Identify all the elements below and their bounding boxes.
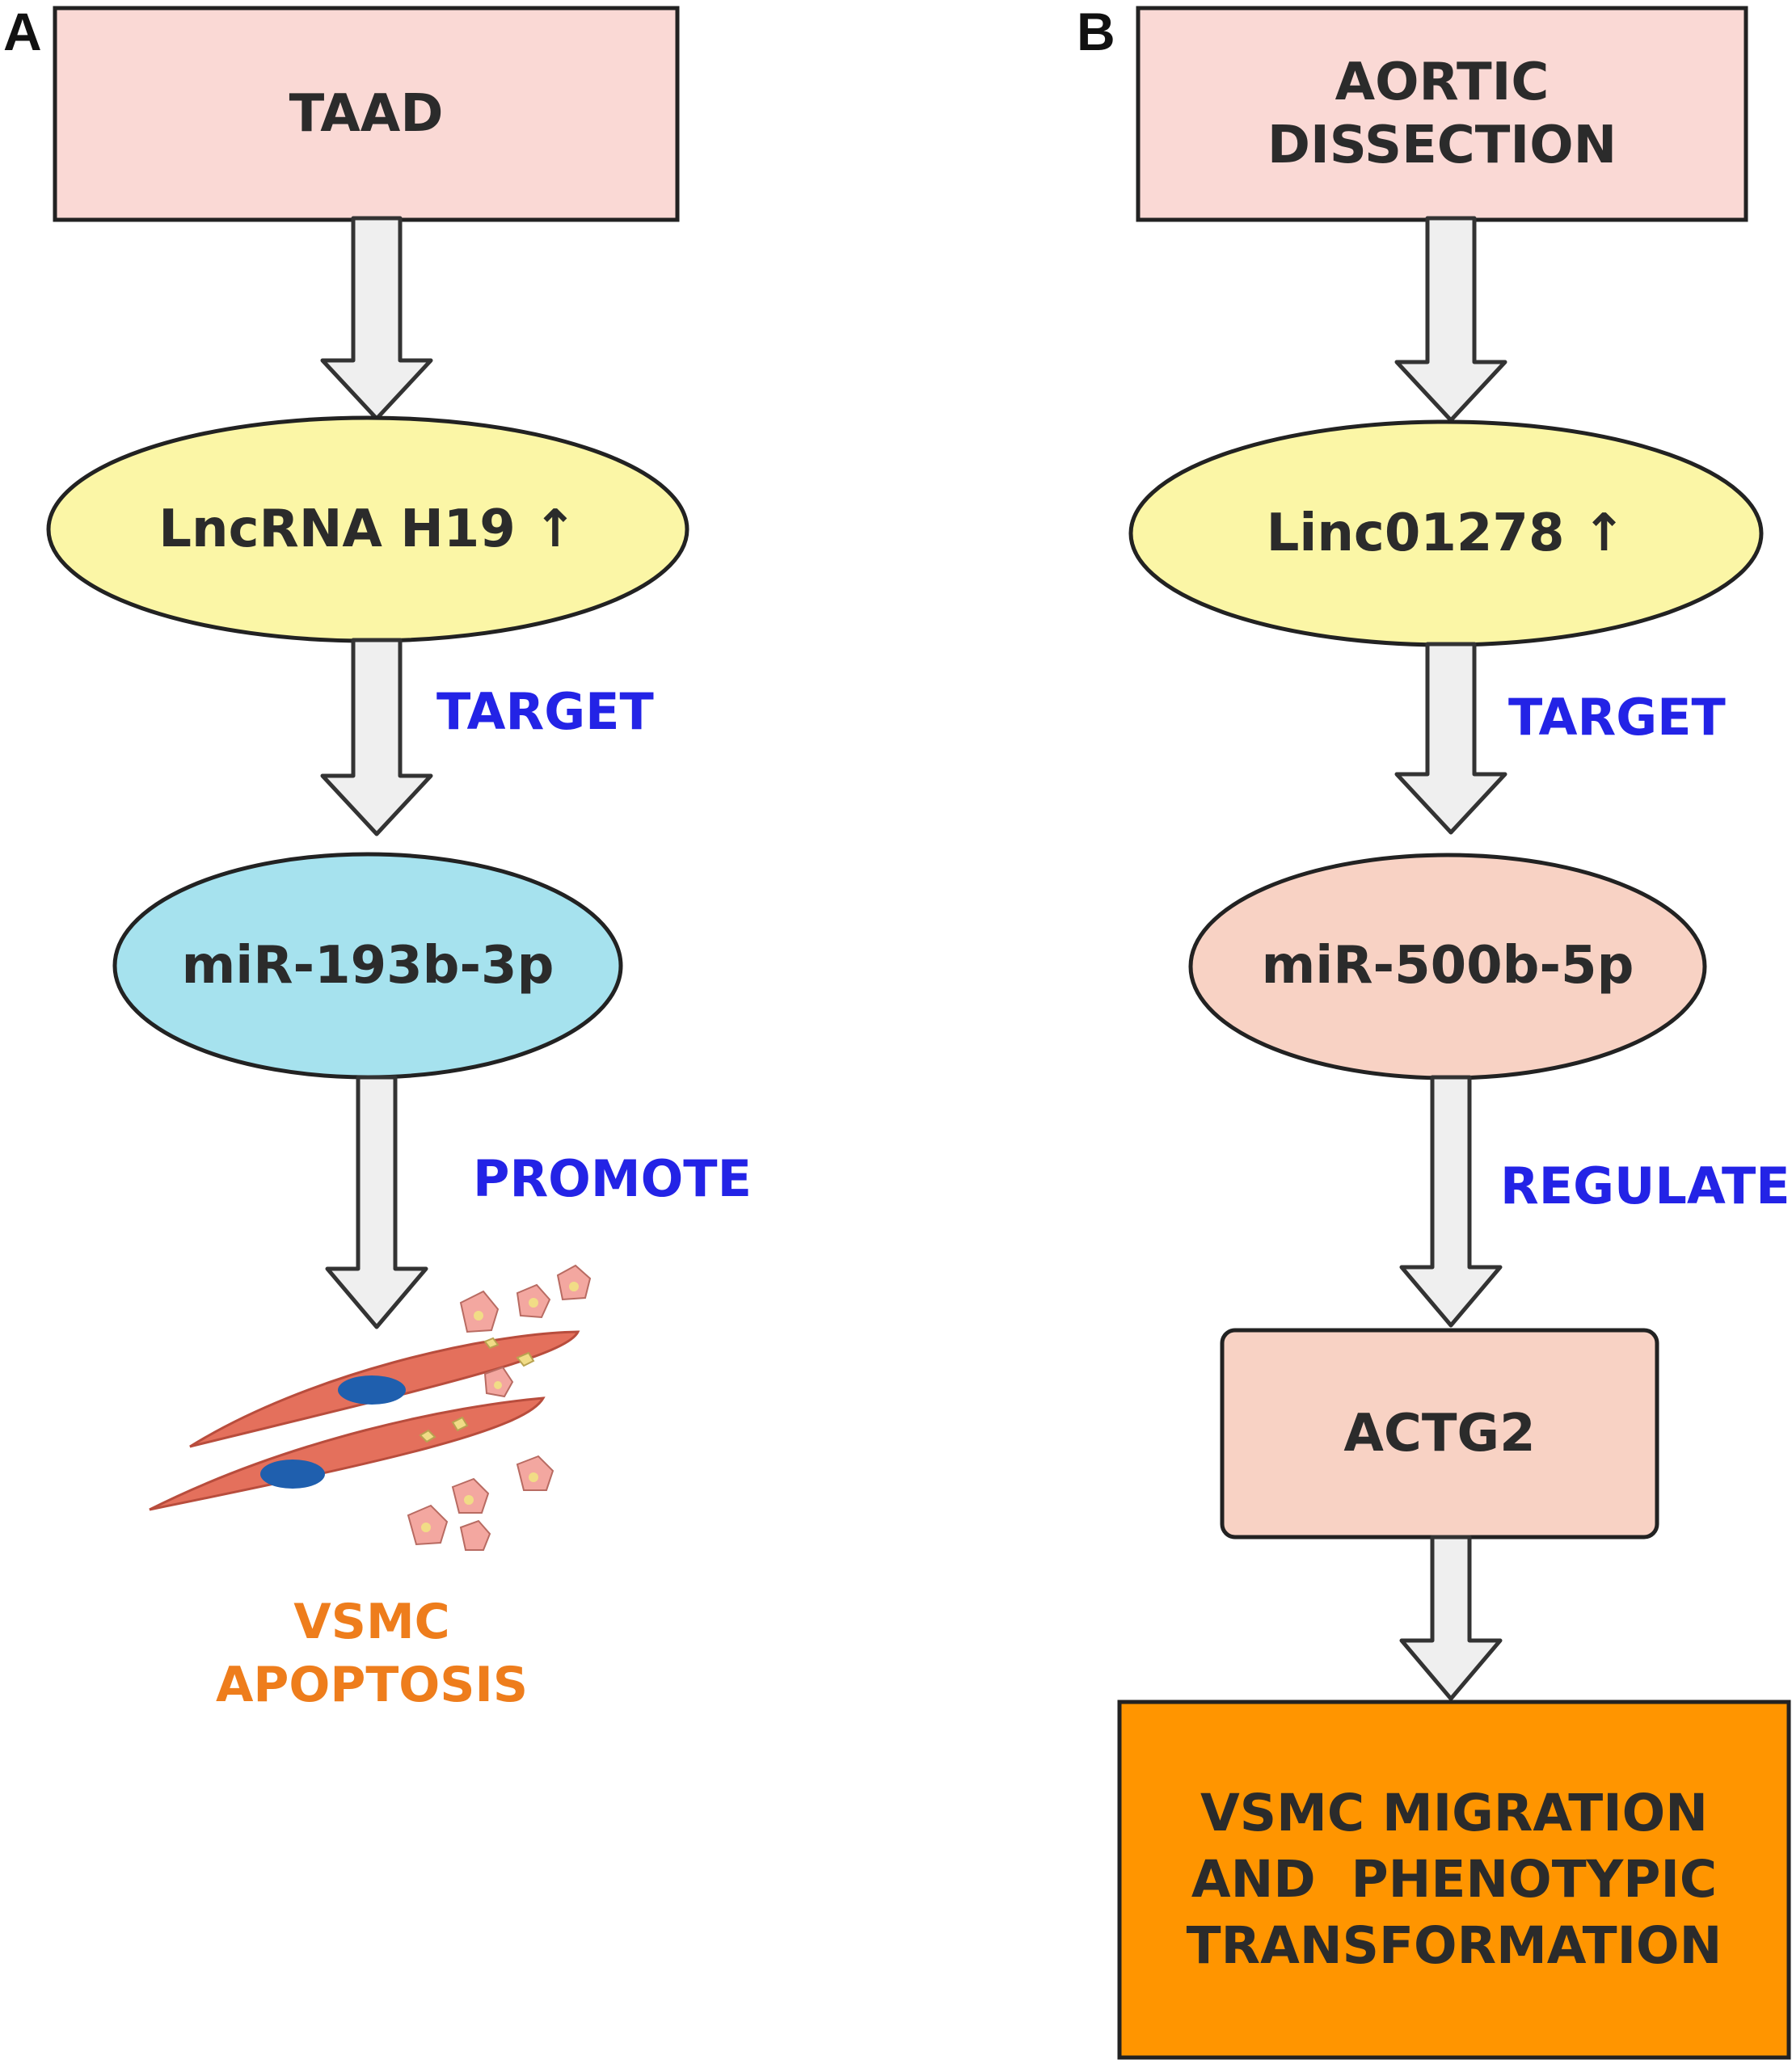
arrow-ad-to-lncrna [1394, 216, 1507, 423]
cell-fragment [459, 1519, 491, 1551]
arrow-lncrna-to-mirna-b [1394, 642, 1507, 835]
cell-debris [419, 1337, 535, 1443]
linc01278-label: Linc01278 ↑ [1266, 503, 1626, 563]
mir-193b-3p-label: miR-193b-3p [181, 935, 554, 996]
outcome-box [1117, 1700, 1791, 2060]
arrow-lncrna-to-mirna [320, 638, 433, 836]
outcome-a-line-1: VSMC [293, 1594, 450, 1650]
relation-regulate: REGULATE [1500, 1156, 1790, 1215]
smooth-muscle-cell-lower [149, 1396, 546, 1511]
cell-nucleus-upper [338, 1375, 406, 1405]
outcome-b-line-1: VSMC MIGRATION [1200, 1784, 1708, 1843]
outcome-a-line-2: APOPTOSIS [215, 1657, 529, 1713]
arrow-mirna-to-actg2 [1399, 1075, 1503, 1328]
mir-500b-5p-label: miR-500b-5p [1261, 935, 1634, 996]
arrow-mirna-to-apoptosis [325, 1075, 428, 1329]
relation-promote: PROMOTE [473, 1149, 752, 1208]
vsmc-apoptosis-illustration [149, 1264, 592, 1551]
aortic-dissection-label: AORTIC DISSECTION [1138, 8, 1746, 220]
taad-box [53, 6, 680, 222]
relation-target-b: TARGET [1508, 688, 1726, 747]
arrow-taad-to-lncrna [320, 216, 433, 421]
taad-label: TAAD [289, 83, 444, 144]
actg2-label: ACTG2 [1343, 1403, 1536, 1464]
outcome-b-line-3: TRANSFORMATION [1186, 1915, 1722, 1975]
lncrna-h19-label: LncRNA H19 ↑ [158, 499, 577, 559]
arrow-actg2-to-outcome [1399, 1535, 1503, 1701]
vsmc-apoptosis-label: VSMC APOPTOSIS [162, 1590, 582, 1716]
start-b-line-1: AORTIC [1335, 52, 1550, 112]
panel-label-b: B [1077, 2, 1115, 61]
panel-label-a: A [3, 2, 42, 61]
outcome-b-label: VSMC MIGRATION AND PHENOTYPIC TRANSFORMA… [1119, 1702, 1789, 2058]
cell-nucleus-lower [260, 1460, 325, 1489]
outcome-b-line-2: AND PHENOTYPIC [1191, 1850, 1718, 1910]
relation-target-a: TARGET [436, 682, 654, 741]
aortic-dissection-box [1136, 6, 1748, 222]
start-b-line-2: DISSECTION [1267, 116, 1617, 175]
